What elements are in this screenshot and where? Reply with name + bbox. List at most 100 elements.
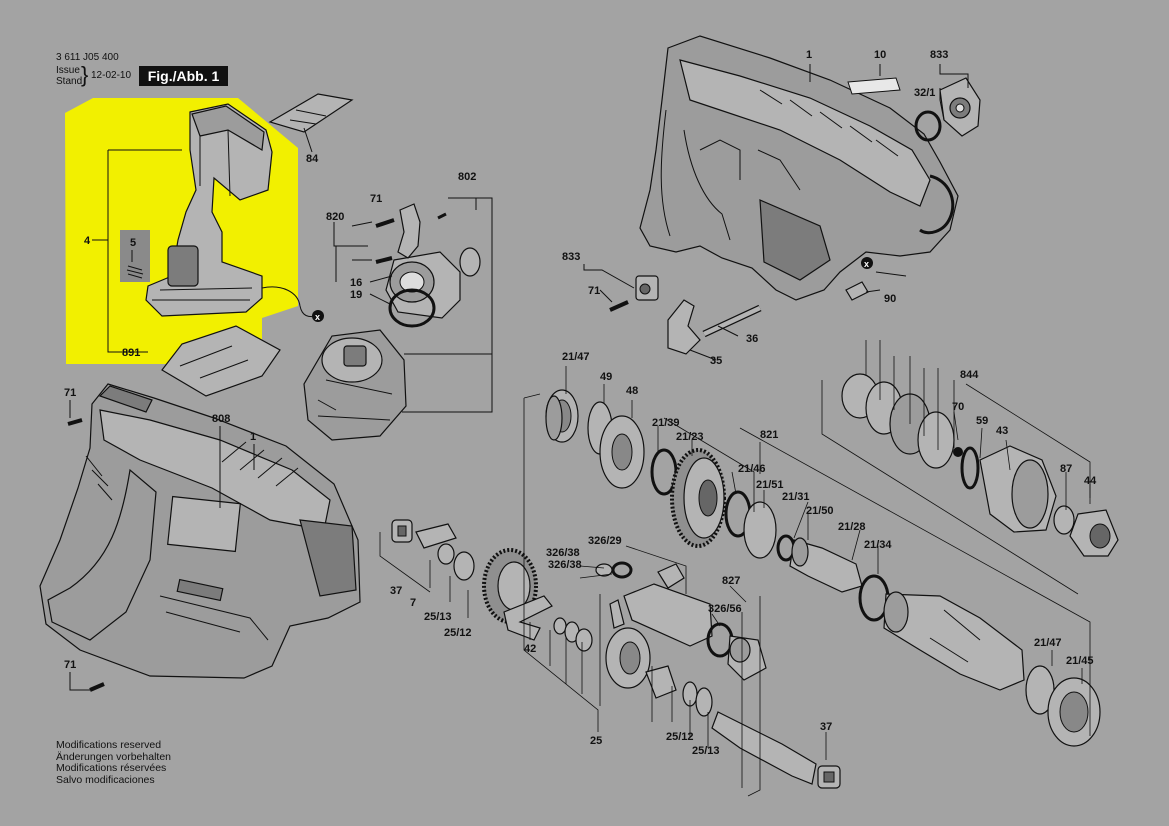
callout: 326/56 [708, 603, 742, 615]
callout: 25/12 [444, 627, 472, 639]
note-line: Modifications réservées [56, 762, 167, 774]
callout-labels: 4 5 84 891 71 808 1 71 820 802 71 16 19 … [64, 49, 1097, 757]
cap-833-top [939, 77, 981, 137]
connection-marker-x-2 [861, 257, 873, 269]
washer-326-38-b [611, 561, 633, 579]
o-ring-19 [388, 288, 436, 328]
callout: 70 [952, 401, 964, 413]
clip-7 [415, 523, 457, 549]
plate-48 [599, 415, 645, 489]
callout: 71 [64, 659, 76, 671]
leader-lines [69, 64, 1091, 797]
piston-827 [727, 635, 767, 681]
callout: 19 [350, 289, 362, 301]
callout: 35 [710, 355, 722, 367]
callout: 49 [600, 371, 612, 383]
label-plate-10 [847, 77, 901, 95]
callout: 326/38 [548, 559, 582, 571]
callout: 90 [884, 293, 896, 305]
figure-label: Fig./Abb. 1 [139, 66, 228, 86]
callout: 802 [458, 171, 476, 183]
callout: 36 [746, 333, 758, 345]
callout: 820 [326, 211, 344, 223]
callout: 42 [524, 643, 536, 655]
callout: 844 [960, 369, 979, 381]
callout: 833 [562, 251, 580, 263]
spring-part-5 [120, 230, 150, 282]
callout: 833 [930, 49, 948, 61]
callout: 326/38 [546, 547, 580, 559]
washer-21-51 [743, 501, 777, 559]
header-brace: } [81, 62, 89, 87]
callout: 32/1 [914, 87, 935, 99]
callout: 10 [874, 49, 886, 61]
callout: 891 [122, 347, 140, 359]
note-line: Änderungen vorbehalten [56, 750, 172, 763]
switch-unit [145, 103, 319, 318]
connection-marker-x [312, 310, 324, 322]
cap-833-left [635, 275, 659, 301]
screws-71 [67, 212, 629, 692]
o-ring-32-1 [914, 110, 942, 142]
callout: 821 [760, 429, 778, 441]
washer-25-12 [453, 551, 475, 581]
callout: 21/31 [782, 491, 810, 503]
part-number: 3 611 J05 400 [56, 52, 119, 63]
piston-326-29 [623, 563, 713, 647]
callout: 21/47 [562, 351, 590, 363]
callout: 87 [1060, 463, 1072, 475]
callout: 21/47 [1034, 637, 1062, 649]
callout: 21/23 [676, 431, 704, 443]
callout: 21/46 [738, 463, 766, 475]
spring-stack-25 [553, 617, 593, 652]
callout: 59 [976, 415, 988, 427]
housing-half-left [39, 383, 361, 679]
note-line: Salvo modificaciones [56, 773, 155, 786]
callout: 5 [130, 237, 136, 249]
callout: 71 [588, 285, 600, 297]
callout: 326/29 [588, 535, 622, 547]
callout: 827 [722, 575, 740, 587]
battery-cover-84 [268, 93, 354, 133]
callout: 25/13 [692, 745, 720, 757]
lever-35 [667, 299, 701, 355]
wobble-bearing [605, 599, 651, 689]
needle-bearing-37-left [391, 519, 413, 543]
callout: 84 [306, 153, 319, 165]
callout: 25 [590, 735, 602, 747]
bearing-21-47-left [545, 389, 579, 443]
ring-802 [459, 247, 481, 277]
callout: 4 [84, 235, 91, 247]
callout: 1 [250, 431, 256, 443]
housing-half-right [639, 35, 959, 301]
note-line: Modifications reserved [56, 739, 162, 751]
chuck-group-844 [841, 373, 1119, 557]
callout: 44 [1084, 475, 1097, 487]
callout: 21/39 [652, 417, 680, 429]
callout: 16 [350, 277, 362, 289]
pin-36 [702, 304, 762, 338]
gear-bearing-820 [385, 203, 461, 319]
callout: 48 [626, 385, 638, 397]
marker-x-text-2: x [864, 259, 869, 269]
marker-x-text: x [315, 312, 320, 322]
callout: 21/45 [1066, 655, 1094, 667]
callout: 25/13 [424, 611, 452, 623]
issue-label: Issue [56, 65, 80, 76]
callout: 7 [410, 597, 416, 609]
callout: 21/34 [864, 539, 892, 551]
issue-date: 12-02-10 [91, 70, 132, 81]
callout: 71 [370, 193, 382, 205]
shaft-assembly [645, 665, 841, 789]
washer-25-13 [437, 543, 455, 565]
bearing-21-45 [1047, 677, 1101, 747]
callout: 25/12 [666, 731, 694, 743]
spindle-21-28 [883, 591, 1025, 691]
stand-label: Stand [56, 76, 83, 87]
footer-notes: Modifications reserved Änderungen vorbeh… [56, 739, 172, 786]
sleeve-21-50 [789, 537, 863, 593]
callout: 37 [390, 585, 402, 597]
gear-21-23 [670, 448, 726, 548]
